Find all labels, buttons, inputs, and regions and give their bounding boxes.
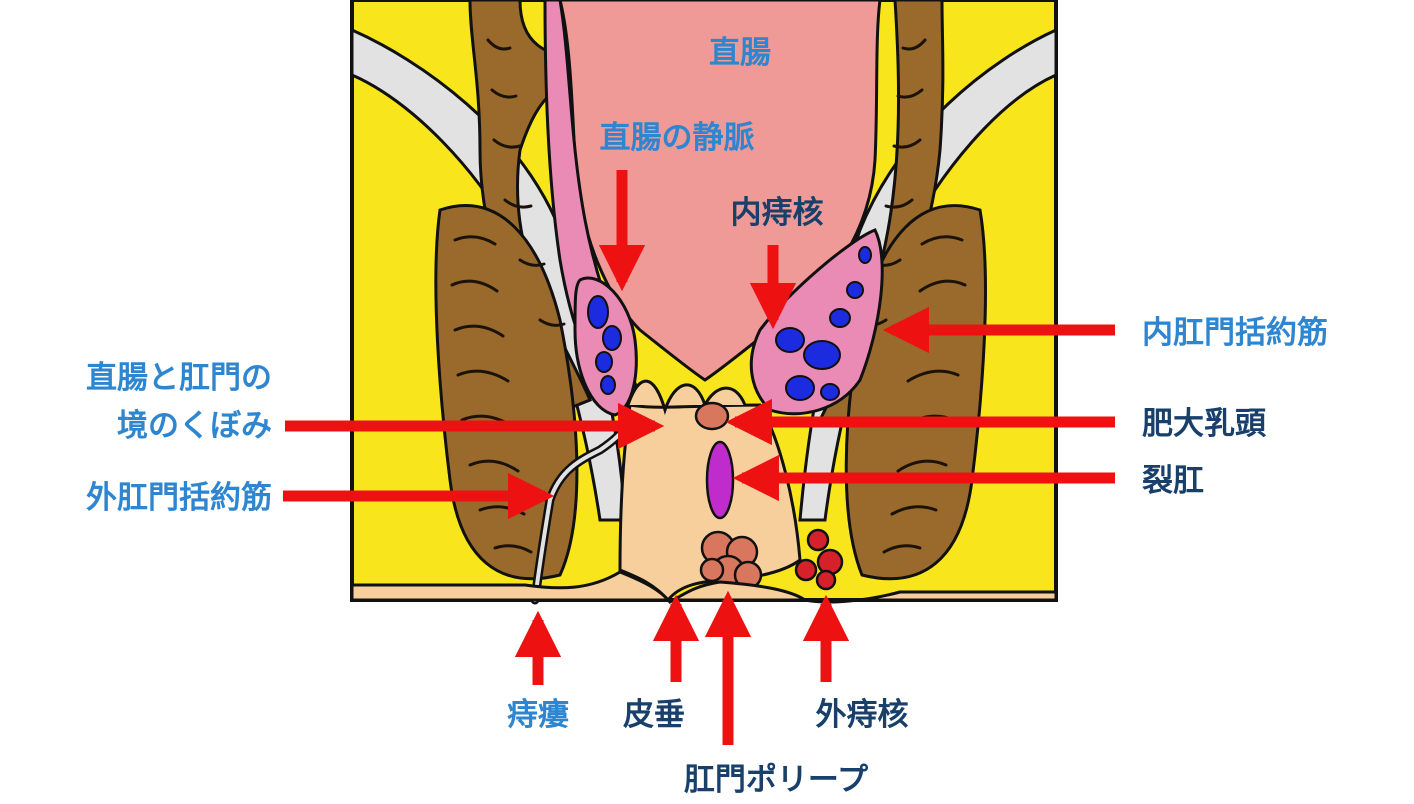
- pointer-arrows: [283, 170, 1115, 745]
- hypertrophied-papilla: [694, 401, 730, 431]
- anatomy-illustration: [350, 0, 1058, 605]
- diagram-labels: 直腸 直腸の静脈 内痔核 内肛門括約筋 直腸と肛門の 境のくぼみ 肥大乳頭 裂肛…: [86, 35, 1328, 798]
- label-external-sphincter: 外肛門括約筋: [86, 480, 272, 516]
- label-anal-fistula: 痔瘻: [507, 697, 569, 733]
- label-anal-fissure: 裂肛: [1142, 463, 1204, 499]
- label-skin-tag: 皮垂: [623, 697, 685, 733]
- external-hemorrhoid-nodes: [794, 528, 844, 591]
- label-dentate-line-line2: 境のくぼみ: [117, 408, 272, 444]
- label-hypertrophied-papilla: 肥大乳頭: [1142, 406, 1267, 442]
- vein-clusters: [587, 246, 872, 401]
- label-internal-sphincter: 内肛門括約筋: [1142, 315, 1328, 351]
- label-external-hemorrhoid: 外痔核: [816, 697, 909, 733]
- anal-fissure: [705, 440, 735, 520]
- label-anal-polyp: 肛門ポリープ: [684, 762, 869, 798]
- anal-polyp: [699, 530, 763, 590]
- label-internal-hemorrhoid: 内痔核: [731, 195, 824, 231]
- label-dentate-line-line1: 直腸と肛門の: [86, 360, 272, 396]
- right-hemorrhoid-cushion: [749, 228, 884, 416]
- label-rectum: 直腸: [709, 35, 771, 71]
- label-rectal-veins: 直腸の静脈: [600, 120, 755, 156]
